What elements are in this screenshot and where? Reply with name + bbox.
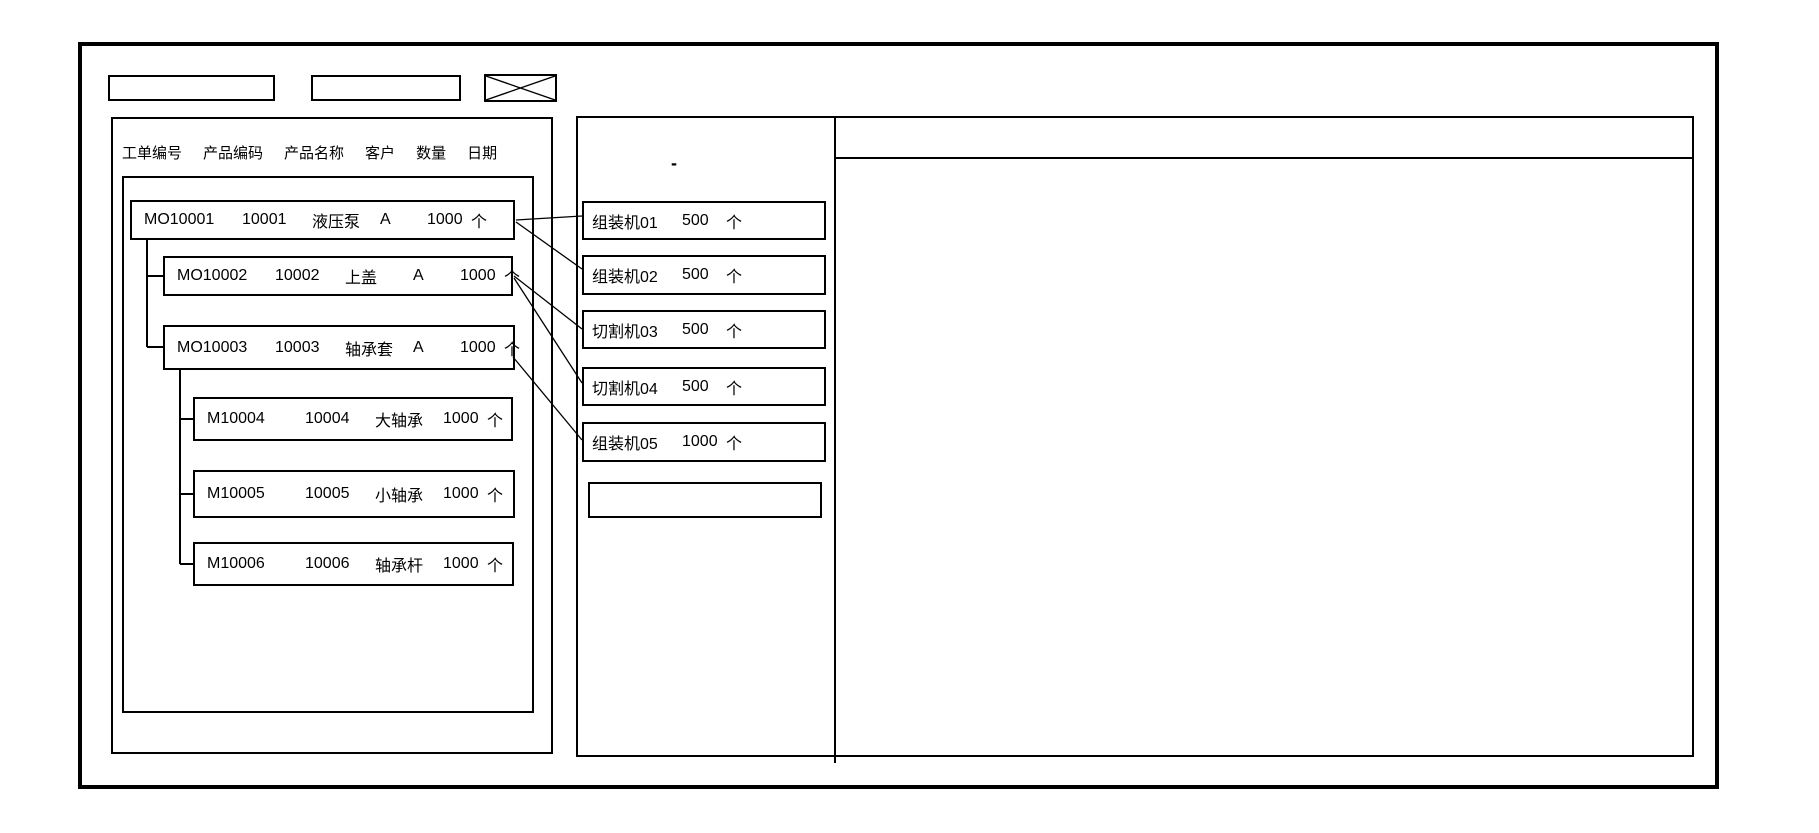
order-qty: 1000 bbox=[443, 555, 479, 572]
column-header-name: 产品名称 bbox=[284, 145, 345, 162]
order-unit: 个 bbox=[487, 558, 504, 575]
detail-panel-header-row bbox=[836, 118, 1692, 159]
machine-row-zuzhuangji05[interactable]: 组装机05 1000 个 bbox=[582, 422, 826, 462]
column-header-date: 日期 bbox=[467, 145, 498, 162]
order-name: 小轴承 bbox=[375, 488, 424, 505]
order-tree-container bbox=[122, 176, 534, 713]
machine-name: 组装机05 bbox=[592, 436, 658, 453]
order-wo: M10006 bbox=[207, 555, 265, 572]
order-code: 10001 bbox=[242, 211, 287, 228]
machine-unit: 个 bbox=[726, 214, 743, 232]
order-name: 液压泵 bbox=[312, 214, 361, 231]
order-name: 大轴承 bbox=[375, 413, 424, 430]
order-row-m10005[interactable]: M10005 10005 小轴承 1000 个 bbox=[193, 470, 515, 518]
machine-row-empty-slot[interactable] bbox=[588, 482, 822, 518]
order-customer: A bbox=[413, 338, 424, 356]
order-row-m10006[interactable]: M10006 10006 轴承杆 1000 个 bbox=[193, 542, 514, 586]
order-customer: A bbox=[380, 211, 391, 228]
toolbar-field-1[interactable] bbox=[108, 75, 275, 101]
order-row-m10004[interactable]: M10004 10004 大轴承 1000 个 bbox=[193, 397, 513, 441]
machine-row-zuzhuangji02[interactable]: 组装机02 500 个 bbox=[582, 255, 826, 295]
close-icon bbox=[486, 76, 555, 100]
order-name: 轴承套 bbox=[345, 341, 394, 359]
column-header-code: 产品编码 bbox=[203, 145, 264, 162]
order-wo: MO10001 bbox=[144, 211, 215, 228]
machine-qty: 500 bbox=[682, 320, 709, 338]
machine-qty: 500 bbox=[682, 211, 709, 229]
order-row-mo10002[interactable]: MO10002 10002 上盖 A 1000 个 bbox=[163, 256, 520, 296]
app-window-frame bbox=[78, 42, 1719, 789]
column-header-customer: 客户 bbox=[365, 145, 396, 162]
order-name: 轴承杆 bbox=[375, 558, 424, 575]
machine-unit: 个 bbox=[726, 323, 743, 341]
order-wo: MO10002 bbox=[177, 267, 248, 284]
machine-name: 组装机02 bbox=[592, 269, 658, 286]
machine-qty: 1000 bbox=[682, 433, 718, 450]
toolbar-field-2[interactable] bbox=[311, 75, 461, 101]
order-wo: M10005 bbox=[207, 485, 265, 502]
machine-unit: 个 bbox=[726, 380, 743, 398]
machine-qty: 500 bbox=[682, 266, 709, 283]
order-code: 10003 bbox=[275, 338, 320, 356]
order-name: 上盖 bbox=[345, 270, 378, 287]
machine-name: 切割机04 bbox=[592, 380, 658, 398]
order-wo: M10004 bbox=[207, 410, 265, 427]
order-unit: 个 bbox=[504, 341, 521, 359]
machine-unit: 个 bbox=[726, 269, 743, 286]
order-wo: MO10003 bbox=[177, 338, 248, 356]
order-code: 10005 bbox=[305, 485, 350, 502]
order-customer: A bbox=[413, 267, 424, 284]
column-header-wo: 工单编号 bbox=[122, 145, 183, 162]
order-qty: 1000 bbox=[427, 211, 463, 228]
order-code: 10002 bbox=[275, 267, 320, 284]
order-unit: 个 bbox=[487, 488, 504, 505]
order-qty: 1000 bbox=[460, 338, 496, 356]
machine-panel-mark: - bbox=[671, 153, 677, 173]
order-row-mo10001[interactable]: MO10001 10001 液压泵 A 1000 个 bbox=[130, 200, 515, 240]
order-row-mo10003[interactable]: MO10003 10003 轴承套 A 1000 个 bbox=[163, 325, 520, 370]
order-qty: 1000 bbox=[443, 485, 479, 502]
machine-row-qiegeji03[interactable]: 切割机03 500 个 bbox=[582, 310, 826, 349]
machine-qty: 500 bbox=[682, 377, 709, 395]
machine-name: 切割机03 bbox=[592, 323, 658, 341]
column-header-qty: 数量 bbox=[416, 145, 447, 162]
close-button[interactable] bbox=[484, 74, 557, 102]
order-code: 10004 bbox=[305, 410, 350, 427]
order-unit: 个 bbox=[504, 270, 521, 287]
machine-name: 组装机01 bbox=[592, 214, 658, 232]
order-qty: 1000 bbox=[443, 410, 479, 427]
order-unit: 个 bbox=[471, 214, 488, 231]
order-qty: 1000 bbox=[460, 267, 496, 284]
order-unit: 个 bbox=[487, 413, 504, 430]
machine-unit: 个 bbox=[726, 436, 743, 453]
machine-row-zuzhuangji01[interactable]: 组装机01 500 个 bbox=[582, 201, 826, 240]
column-header-row: 工单编号 产品编码 产品名称 客户 数量 日期 bbox=[122, 144, 547, 164]
detail-panel bbox=[834, 116, 1694, 757]
machine-row-qiegeji04[interactable]: 切割机04 500 个 bbox=[582, 367, 826, 406]
order-code: 10006 bbox=[305, 555, 350, 572]
